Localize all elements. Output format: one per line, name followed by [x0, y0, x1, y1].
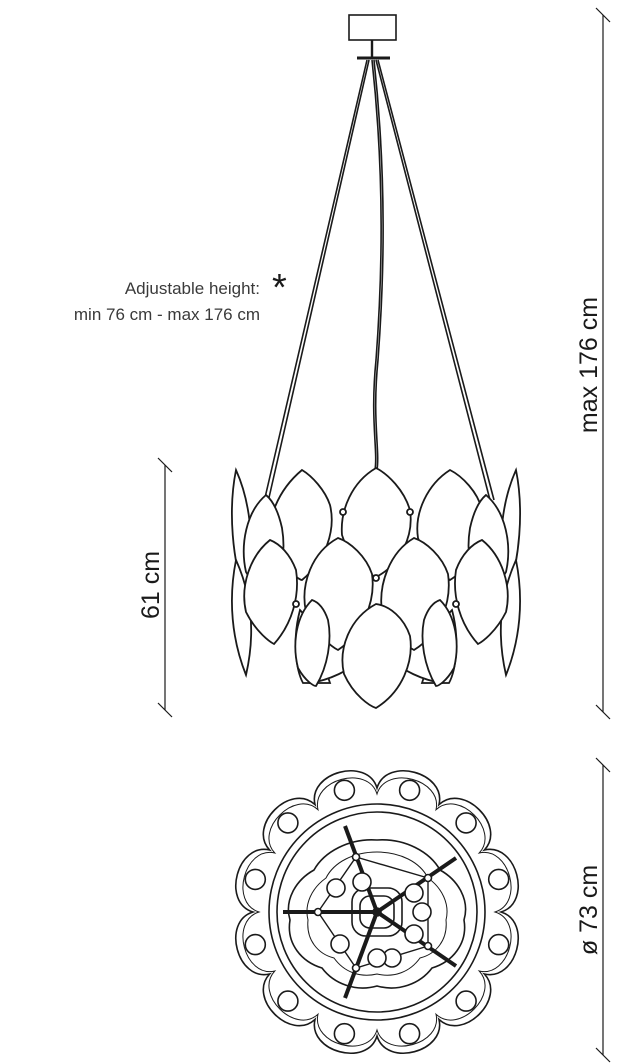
outer-bulb	[277, 812, 299, 834]
ceiling-canopy	[348, 14, 397, 41]
outer-ring-inner	[276, 811, 478, 1013]
inner-petal-outline-2	[306, 851, 448, 976]
inner-scallop-outline	[242, 777, 512, 1047]
cable-left-2	[267, 59, 370, 503]
petal-low-right	[421, 598, 458, 687]
spoke-upper-left	[343, 825, 379, 913]
outer-bulb	[244, 933, 267, 956]
outer-bulb	[398, 779, 421, 802]
note-line-2: min 76 cm - max 176 cm	[74, 305, 260, 324]
suspension	[263, 14, 495, 503]
inner-bulb	[326, 878, 346, 898]
cable-left	[263, 59, 368, 503]
inner-bulb	[412, 902, 432, 922]
connector	[372, 574, 380, 582]
petal-mid-right	[454, 538, 509, 646]
connector	[452, 600, 460, 608]
dim-label-total-height: max 176 cm	[575, 297, 603, 433]
inner-bulb	[330, 934, 350, 954]
inner-petal-outline	[287, 839, 467, 989]
joint	[351, 963, 361, 973]
outer-bulb	[333, 1022, 356, 1045]
spoke-lower-left	[343, 911, 379, 999]
outer-bulb	[455, 812, 477, 834]
outer-bulb	[333, 779, 356, 802]
cable-right-2	[377, 59, 495, 501]
inner-bulb	[404, 883, 424, 903]
power-cord	[371, 59, 382, 471]
lamp-body	[231, 466, 521, 709]
adjustable-height-note: Adjustable height: min 76 cm - max 176 c…	[74, 267, 287, 324]
dim-tick-bottom	[595, 1047, 611, 1063]
inner-bulb	[352, 872, 372, 892]
connector	[292, 600, 300, 608]
outer-bulb	[487, 933, 510, 956]
outer-bulb	[455, 990, 477, 1012]
joint	[313, 907, 323, 917]
connector	[406, 508, 414, 516]
asterisk-marker: *	[272, 267, 287, 309]
dimension-total-height	[595, 7, 611, 720]
outer-bulb	[487, 868, 510, 891]
dim-tick-bottom	[595, 704, 611, 720]
outer-bulb	[398, 1022, 421, 1045]
plan-view	[235, 770, 519, 1054]
connector	[339, 508, 347, 516]
dim-tick-top	[595, 7, 611, 23]
inner-bulb	[367, 948, 387, 968]
dim-tick-top	[157, 457, 173, 473]
dimension-body-height	[157, 457, 173, 718]
petal-low-center	[341, 603, 412, 709]
outer-scallop-outline	[235, 770, 519, 1054]
joint	[423, 941, 433, 951]
dimension-diameter	[595, 757, 611, 1063]
dim-tick-top	[595, 757, 611, 773]
dim-tick-bottom	[157, 702, 173, 718]
outer-bulb	[244, 868, 267, 891]
dim-label-body-height: 61 cm	[137, 551, 165, 619]
outer-bulbs	[244, 779, 510, 1045]
petal-mid-left	[243, 538, 298, 646]
outer-ring	[268, 803, 486, 1021]
dim-label-diameter: ø 73 cm	[575, 865, 603, 955]
petal-low-left	[294, 598, 331, 687]
joint	[423, 873, 433, 883]
outer-bulb	[277, 990, 299, 1012]
inner-bulb	[404, 924, 424, 944]
joint	[351, 852, 361, 862]
cable-right	[375, 59, 491, 501]
power-cord-2	[373, 59, 384, 471]
note-line-1: Adjustable height:	[125, 279, 260, 298]
